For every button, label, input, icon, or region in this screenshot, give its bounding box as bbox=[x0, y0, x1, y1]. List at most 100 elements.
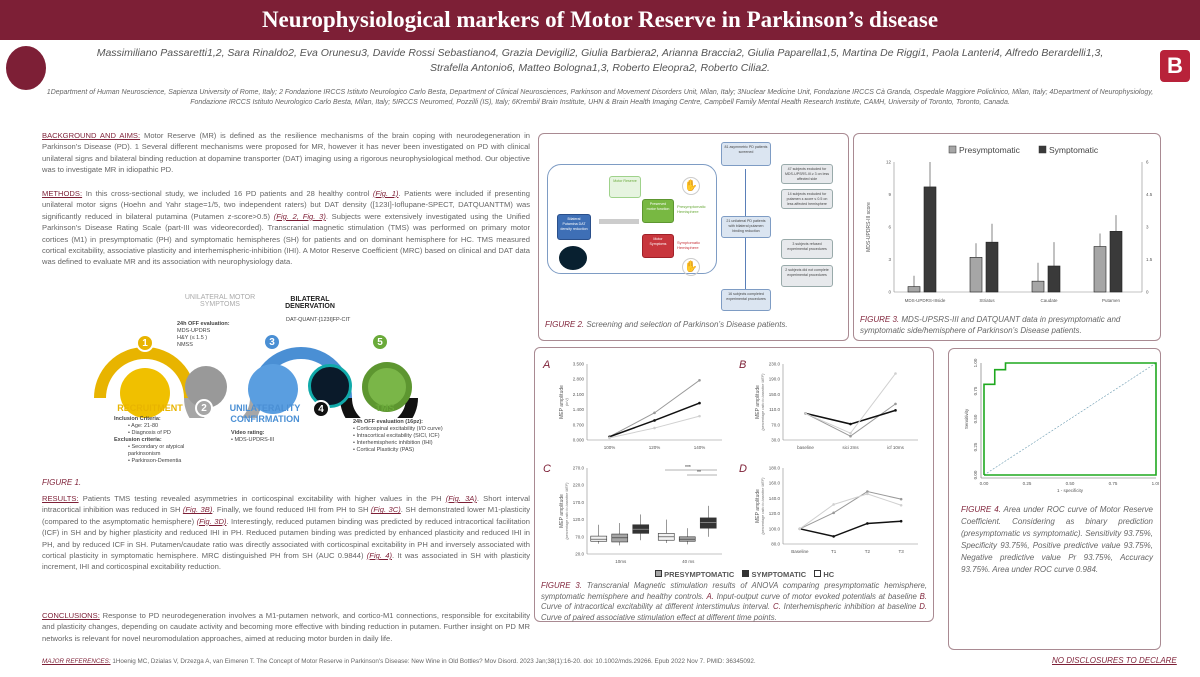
data-point bbox=[866, 490, 869, 493]
data-point bbox=[653, 411, 656, 415]
y2-tick-label: 1.5 bbox=[1146, 257, 1153, 262]
flow-completed: 16 subjects completed experimental proce… bbox=[721, 289, 771, 311]
institute-logo: B bbox=[1160, 50, 1190, 82]
step-2-title: UNILATERAL MOTOR SYMPTOMS bbox=[184, 294, 256, 308]
flow-excluded-2: 14 subjects excluded for putamen z-score… bbox=[781, 189, 833, 209]
legend-swatch bbox=[742, 570, 750, 577]
y2-tick-label: 6 bbox=[1146, 160, 1149, 165]
legend-swatch bbox=[655, 570, 662, 577]
disclosures: NO DISCLOSURES TO DECLARE bbox=[1052, 656, 1177, 665]
legend-label: PRESYMPTOMATIC bbox=[664, 570, 735, 579]
affiliations: 1Department of Human Neuroscience, Sapie… bbox=[46, 89, 1154, 106]
figure-1: UNILATERAL MOTOR SYMPTOMS BILATERAL DENE… bbox=[42, 294, 443, 487]
y-tick-label: 220.0 bbox=[573, 483, 585, 488]
figure-2-panel: Bilateral Putamina DAT density reduction… bbox=[538, 133, 849, 341]
legend-swatch bbox=[948, 145, 957, 154]
methods-text: . Subjects were extensively investigated… bbox=[42, 211, 530, 267]
data-point bbox=[653, 426, 656, 430]
y-tick-label: 140.0 bbox=[769, 496, 781, 501]
bar-symptomatic bbox=[923, 186, 937, 293]
data-point bbox=[866, 522, 869, 525]
figure-3-bar-caption: FIGURE 3. MDS-UPSRS-III and DATQUANT dat… bbox=[860, 314, 1156, 336]
x-tick-label: T3 bbox=[898, 549, 904, 554]
y-tick-label: 0.700 bbox=[573, 422, 585, 427]
panel-letter: D bbox=[739, 463, 747, 475]
caption-text: Screening and selection of Parkinson’s D… bbox=[584, 320, 788, 329]
fig3a-link[interactable]: (Fig. 3A) bbox=[445, 494, 477, 503]
panel-letter: A bbox=[542, 359, 550, 371]
figure-2-caption: FIGURE 2. Screening and selection of Par… bbox=[545, 319, 845, 330]
references: MAJOR REFERENCES: 1Hoenig MC, Dzialas V,… bbox=[42, 658, 942, 665]
y-tick-label: 170.0 bbox=[573, 500, 585, 505]
data-point bbox=[608, 436, 611, 440]
y-tick-label: 2.100 bbox=[573, 392, 585, 397]
reference-diagonal bbox=[983, 362, 1157, 476]
dat-scan-image bbox=[559, 246, 587, 270]
y-tick-label: 70.0 bbox=[771, 422, 780, 427]
series-line-presymptomatic bbox=[799, 491, 902, 530]
y-tick-label: 1.400 bbox=[573, 407, 585, 412]
step-5-title: TMS bbox=[375, 403, 395, 413]
data-point bbox=[899, 497, 903, 501]
y-axis-label: Sensitivity bbox=[964, 408, 969, 429]
y-tick-label: 0.50 bbox=[973, 414, 978, 423]
fig3d-link[interactable]: (Fig. 3D) bbox=[196, 516, 227, 526]
y-tick-label: 0.00 bbox=[973, 470, 978, 479]
y-tick-label: 270.0 bbox=[573, 466, 585, 471]
x-tick-label: 40 ms bbox=[682, 559, 695, 564]
y-tick-label: 1.00 bbox=[973, 358, 978, 367]
data-point bbox=[832, 503, 835, 506]
series-line-presymptomatic bbox=[805, 403, 896, 437]
bar-symptomatic bbox=[985, 241, 999, 293]
y2-tick-label: 4.5 bbox=[1146, 192, 1153, 197]
fig2-link[interactable]: (Fig. 2, Fig. 3) bbox=[273, 211, 326, 221]
y-axis-label: MEP amplitude bbox=[755, 385, 761, 419]
caption-text: Curve of intracortical excitability at d… bbox=[541, 602, 773, 611]
fig3b-link[interactable]: (Fig. 3B) bbox=[182, 505, 213, 515]
step-3-title: UNILATERALITY CONFIRMATION bbox=[229, 403, 301, 424]
x-tick-label: Putamen bbox=[1102, 298, 1121, 303]
results-section: RESULTS: Patients TMS testing revealed a… bbox=[42, 493, 530, 573]
data-point bbox=[849, 431, 852, 435]
x-tick-label: baseline bbox=[797, 445, 814, 450]
y-axis-label: MDS-UPDRS-III score bbox=[866, 202, 872, 252]
fig1-link[interactable]: (Fig. 1) bbox=[372, 189, 399, 198]
data-point bbox=[798, 527, 802, 531]
y-tick-label: 0 bbox=[888, 290, 891, 295]
mechanism-diagram bbox=[547, 164, 717, 274]
panel-letter: B bbox=[739, 359, 746, 371]
results-text: Patients TMS testing revealed asymmetrie… bbox=[78, 494, 446, 503]
caption-label: A. bbox=[706, 591, 714, 601]
bar-presymptomatic bbox=[1031, 280, 1045, 293]
caption-text: Interhemispheric inhibition at baseline bbox=[780, 602, 920, 611]
results-text: . It was associated in SH with plasticit… bbox=[42, 551, 530, 572]
methods-section: METHODS: In this cross-sectional study, … bbox=[42, 188, 530, 268]
authors-line-1: Massimiliano Passaretti1,2, Sara Rinaldo… bbox=[96, 47, 1104, 59]
step-5-badge: 5 bbox=[371, 333, 389, 351]
figure-4-panel: 0.000.250.500.751.000.000.250.500.751.00… bbox=[948, 348, 1161, 650]
y-axis-sublabel: (percentage ratio to baseline MEP) bbox=[761, 373, 765, 431]
data-point bbox=[899, 503, 903, 507]
caption-label: FIGURE 3. bbox=[541, 581, 582, 590]
box-hc bbox=[590, 535, 608, 542]
x-tick-label: sici 2ms bbox=[842, 445, 859, 450]
y-tick-label: 0.25 bbox=[973, 442, 978, 451]
step-2-item: MDS-UPDRS bbox=[177, 328, 211, 334]
data-point bbox=[849, 434, 852, 438]
author-list: Massimiliano Passaretti1,2, Sara Rinaldo… bbox=[60, 46, 1140, 76]
series-line-symptomatic bbox=[805, 409, 896, 425]
x-tick-label: 140% bbox=[694, 445, 706, 450]
y-axis-label: MEP amplitude bbox=[559, 494, 565, 528]
y-tick-label: 230.0 bbox=[769, 362, 781, 367]
criterion: Parkinson-Dementia bbox=[131, 458, 182, 464]
presymptomatic-hemisphere-label: Presymptomatic Hemisphere bbox=[677, 204, 706, 214]
legend-label: HC bbox=[823, 570, 835, 579]
y-tick-label: 190.0 bbox=[769, 377, 781, 382]
fig3c-link[interactable]: (Fig. 3C) bbox=[370, 505, 401, 515]
fig4-link[interactable]: (Fig. 4) bbox=[366, 551, 392, 561]
x-tick-label: 0.25 bbox=[1023, 481, 1032, 486]
flow-screened: 81 asymmetric PD patients screened bbox=[721, 142, 771, 166]
data-point bbox=[698, 401, 701, 405]
